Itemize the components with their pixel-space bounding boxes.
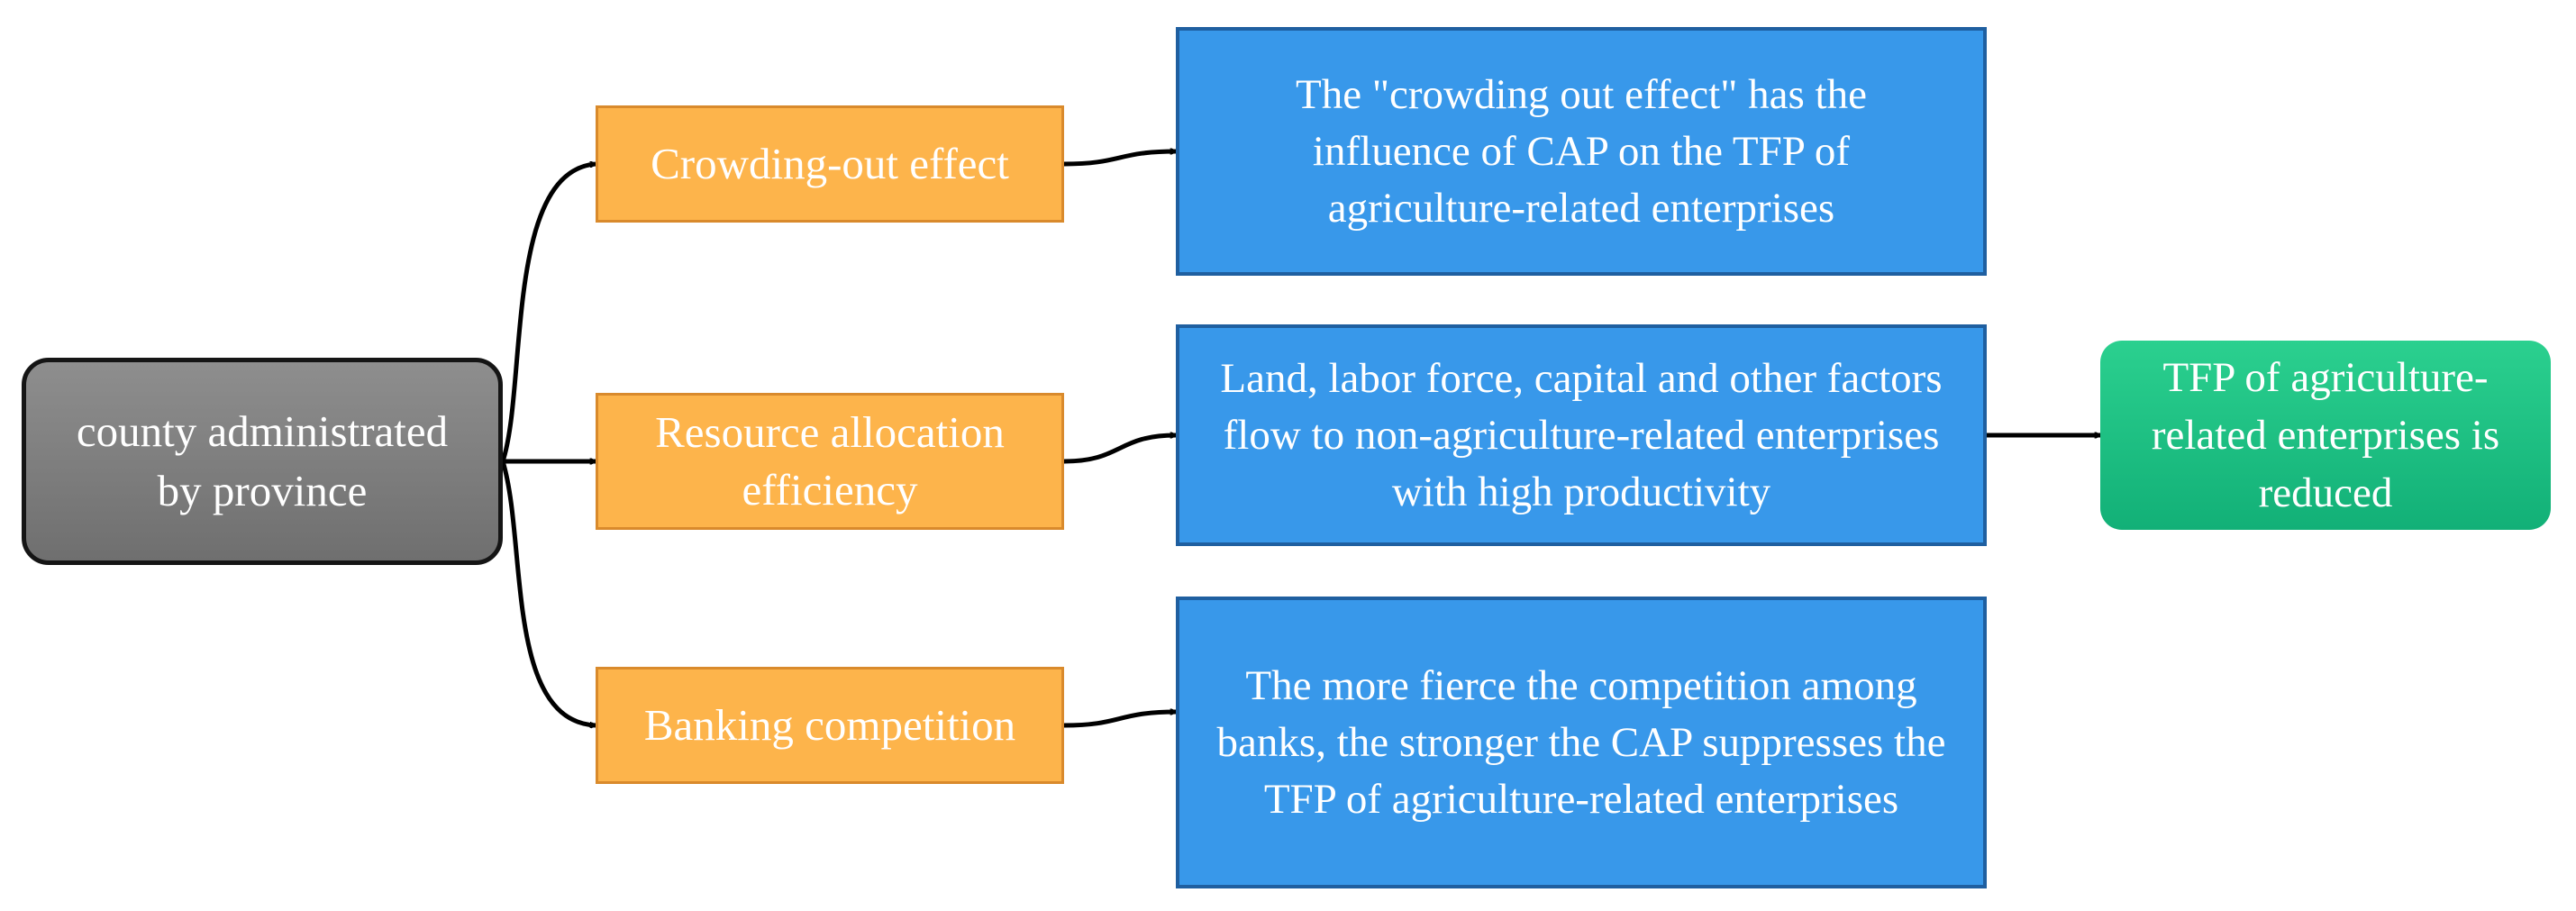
description-text: The "crowding out effect" has the influe… (1296, 70, 1867, 232)
result-label: TFP of agriculture-related enterprises i… (2151, 354, 2500, 516)
mechanism-node-banking-competition: Banking competition (596, 667, 1064, 784)
mechanism-label: Resource allocation efficiency (655, 407, 1005, 515)
description-node-factor-flow: Land, labor force, capital and other fac… (1176, 324, 1987, 546)
root-node-label: county administrated by province (76, 406, 449, 515)
mechanism-label: Crowding-out effect (651, 139, 1009, 188)
mechanism-node-crowding-out-effect: Crowding-out effect (596, 105, 1064, 223)
description-text: The more fierce the competition among ba… (1216, 661, 1946, 823)
arrow-root-to-crowding-out (500, 164, 596, 462)
description-node-banking-competition: The more fierce the competition among ba… (1176, 597, 1987, 888)
arrow-root-to-banking-competition (500, 460, 596, 725)
arrow-banking-competition-to-description (1063, 712, 1176, 728)
description-text: Land, labor force, capital and other fac… (1220, 354, 1943, 515)
arrow-crowding-out-to-description (1063, 151, 1176, 167)
arrow-resource-allocation-to-description (1063, 435, 1176, 464)
mechanism-label: Banking competition (643, 700, 1016, 750)
mechanism-node-resource-allocation-efficiency: Resource allocation efficiency (596, 393, 1064, 530)
description-node-crowding-out: The "crowding out effect" has the influe… (1176, 27, 1987, 276)
result-node-tfp-reduced: TFP of agriculture-related enterprises i… (2100, 341, 2551, 530)
root-node-county-administrated-by-province: county administrated by province (22, 358, 503, 565)
